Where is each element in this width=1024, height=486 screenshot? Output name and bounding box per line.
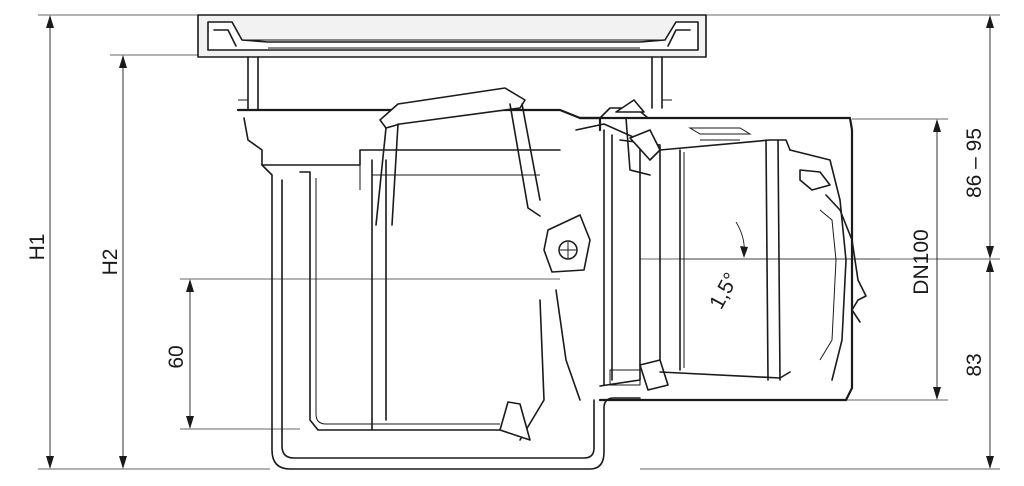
outlet-diameter-label: DN100 bbox=[910, 229, 933, 294]
drain-neck bbox=[238, 56, 672, 111]
bucket-handle bbox=[375, 87, 541, 226]
slope-label: 1,5° bbox=[705, 269, 743, 313]
outlet-socket bbox=[575, 99, 867, 402]
outlet-lower-label: 83 bbox=[963, 353, 986, 376]
outlet-upper-label: 86 – 95 bbox=[963, 128, 986, 198]
h1-label: H1 bbox=[26, 234, 49, 261]
water-seal-label: 60 bbox=[165, 345, 188, 368]
h2-label: H2 bbox=[99, 249, 122, 276]
drain-body bbox=[236, 108, 641, 470]
dimension-lines bbox=[38, 14, 1000, 470]
pivot-clamp bbox=[499, 214, 591, 441]
grating-frame bbox=[197, 14, 707, 58]
